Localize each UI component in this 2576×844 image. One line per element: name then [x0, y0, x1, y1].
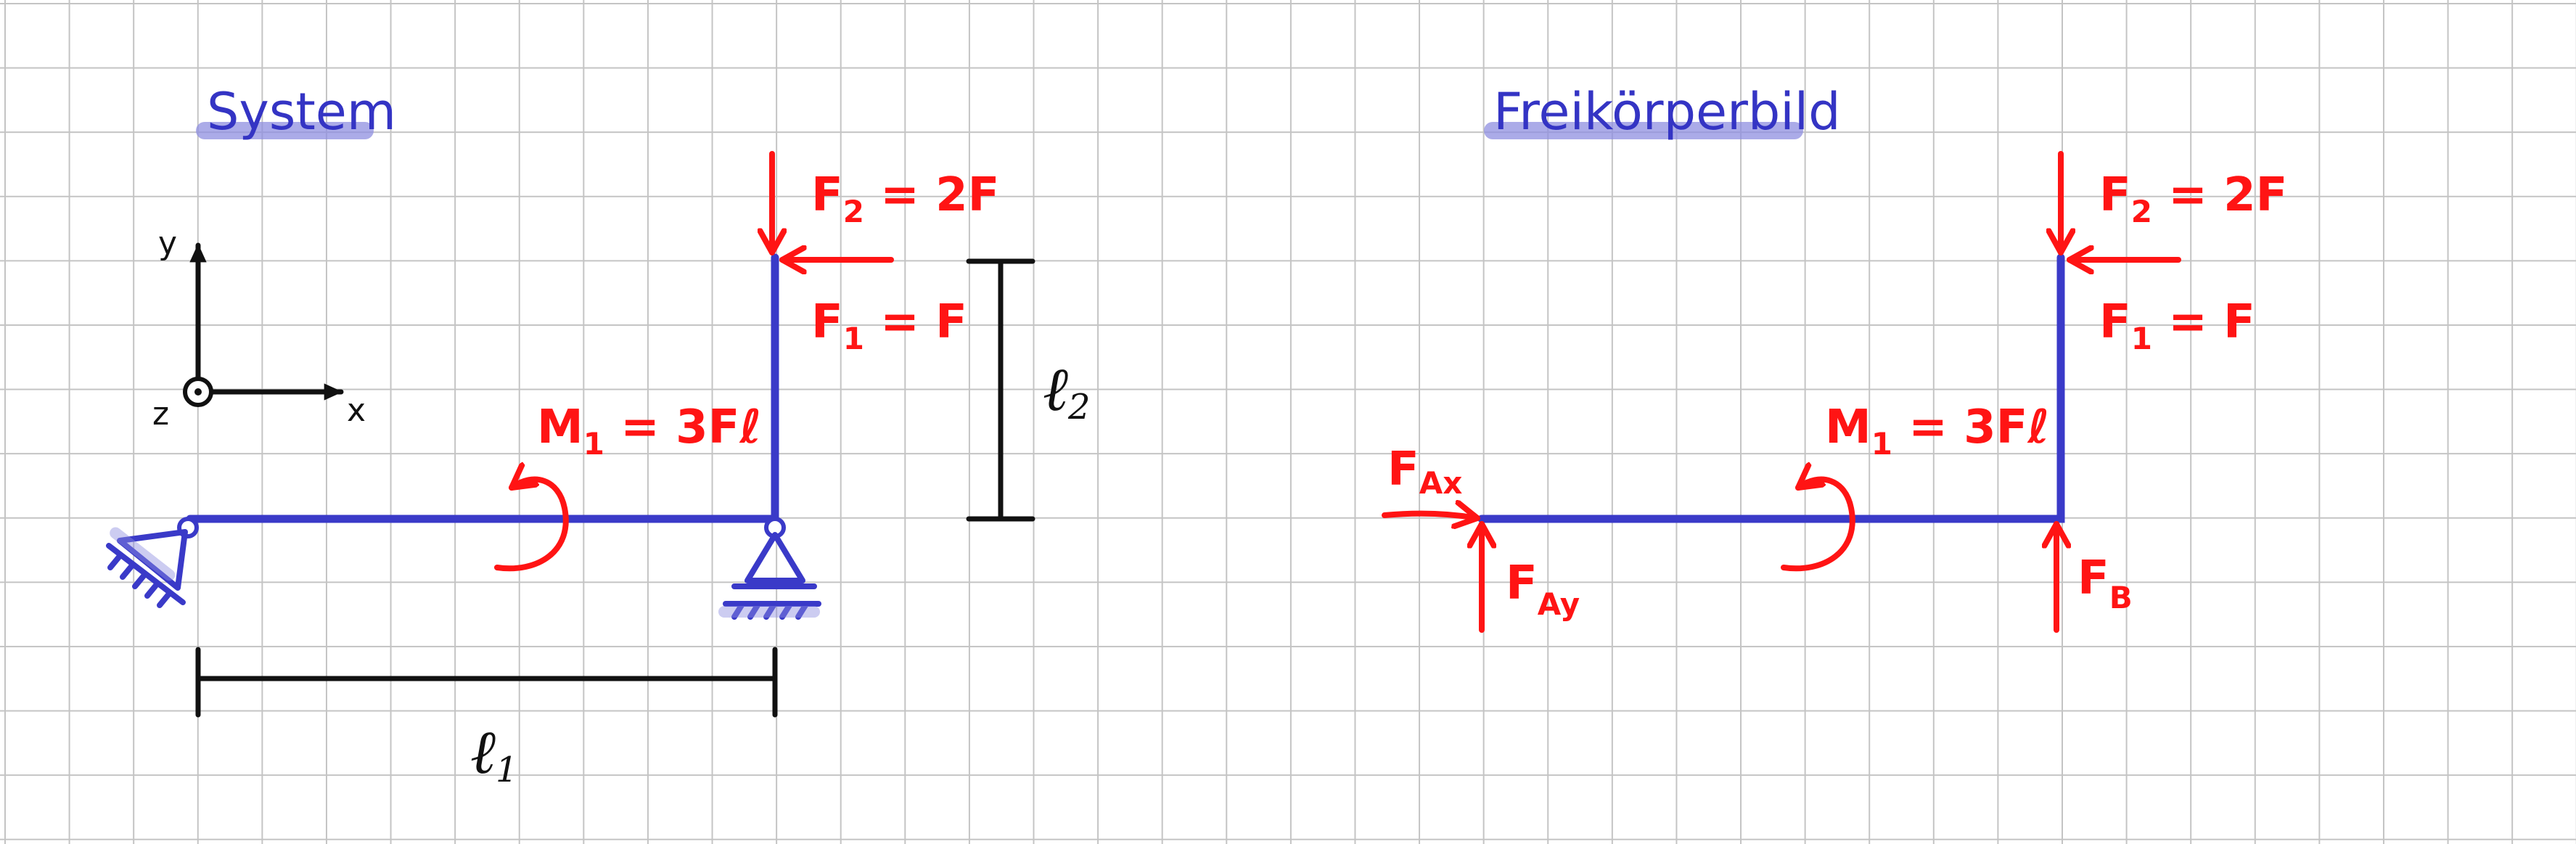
free-body-loads: [1781, 151, 2181, 572]
fay-label: FAy: [1506, 557, 1580, 622]
system-panel: System y x z: [106, 82, 1091, 790]
fax-label: FAx: [1387, 443, 1462, 501]
z-axis-dot: [194, 388, 202, 396]
system-title-text: System: [207, 82, 396, 142]
m1-label: M1 = 3Fℓ: [1825, 401, 2050, 462]
free-body-labels: F2 = 2F F1 = F M1 = 3Fℓ FAx FAy FB: [1387, 168, 2287, 622]
fixed-support-a-icon: [106, 527, 188, 608]
free-body-panel: Freikörperbild F2 = 2F F1 = F M1 = 3Fℓ F…: [1382, 82, 2287, 633]
z-axis-label: z: [152, 396, 169, 433]
f2-label: F2 = 2F: [811, 168, 999, 229]
f2-label: F2 = 2F: [2099, 168, 2287, 229]
title-highlight: [1484, 122, 1803, 139]
dimension-l1: ℓ1: [195, 647, 778, 790]
m1-label: M1 = 3Fℓ: [537, 401, 762, 462]
system-load-labels: F2 = 2F F1 = F M1 = 3Fℓ: [537, 168, 999, 462]
system-beam: [186, 253, 779, 523]
f1-label: F1 = F: [811, 295, 967, 356]
system-loads: [494, 151, 894, 572]
title-highlight: [196, 122, 374, 139]
m1-moment-arrow: [494, 480, 569, 572]
fax-arrow: [1382, 514, 1480, 518]
system-structure: [177, 253, 786, 538]
free-body-title-text: Freikörperbild: [1493, 82, 1841, 142]
fb-label: FB: [2077, 552, 2133, 615]
l1-label: ℓ1: [470, 716, 518, 790]
y-axis-label: y: [158, 225, 177, 262]
system-title: System: [196, 82, 396, 142]
f1-label: F1 = F: [2099, 295, 2255, 356]
roller-support-b-icon: [718, 532, 821, 620]
x-axis-label: x: [347, 392, 366, 429]
free-body-title: Freikörperbild: [1484, 82, 1841, 142]
free-body-beam: [1477, 253, 2065, 523]
m1-moment-arrow: [1781, 480, 1855, 572]
coordinate-system: y x z: [152, 225, 366, 433]
dimension-l2: ℓ2: [966, 258, 1091, 522]
l2-label: ℓ2: [1043, 353, 1091, 427]
reaction-forces: [1382, 514, 2056, 633]
